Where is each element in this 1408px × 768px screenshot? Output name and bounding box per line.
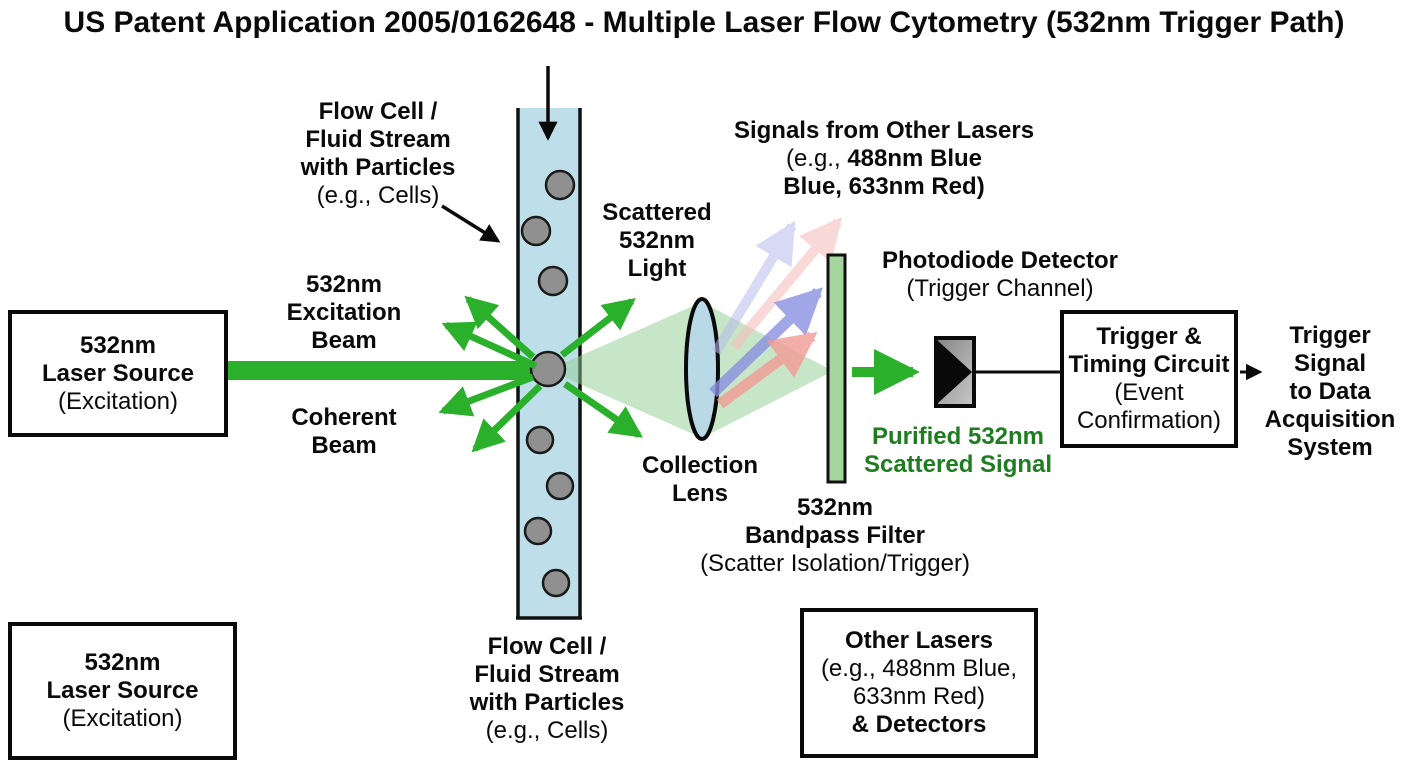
other-laser-arrow-red [716,331,818,409]
collection-cone-left [548,302,702,438]
particle [537,265,569,297]
scatter-arrow-down-left-steep [471,383,543,453]
particle [541,568,571,598]
page-title: US Patent Application 2005/0162648 - Mul… [63,6,1345,39]
other-laser-arrow-blue [709,287,823,397]
excitation-beam [228,361,550,380]
scatter-arrow-left-up [441,321,538,370]
particle [545,471,575,501]
particle [525,425,555,455]
trigger-timing-circuit-box: Trigger & Timing Circuit (Event Confirma… [1060,310,1238,448]
particle [520,215,552,247]
collection-lens-label: Collection Lens [641,452,759,507]
scattered-light-label: Scattered 532nm Light [602,199,712,282]
photodiode-triangle [938,341,972,403]
other-laser-arrow-lavender [711,220,797,355]
particle [523,516,553,546]
scatter-arrow-up-left-steep [464,295,536,360]
scatter-arrow-up-right [559,298,636,358]
scatter-arrow-left-down [438,373,535,417]
excitation-beam-label: 532nm Excitation Beam [286,271,402,354]
scatter-arrow-down-right [563,381,643,438]
particle-at-interrogation-point [529,350,567,388]
photodiode-detector-label: Photodiode Detector (Trigger Channel) [881,247,1119,302]
flow-cell-bottom-label: Flow Cell / Fluid Stream with Particles … [469,633,625,744]
flow-cell-label-pointer-arrow [441,204,501,243]
bandpass-filter-shape [826,253,847,484]
purified-signal-label: Purified 532nm Scattered Signal [863,423,1053,478]
laser-source-box-top: 532nm Laser Source (Excitation) [8,310,228,437]
other-laser-arrow-pale-pink [730,217,843,351]
signals-other-lasers-label: Signals from Other Lasers (e.g., 488nm B… [733,117,1035,200]
collection-lens-shape [684,297,720,441]
other-lasers-box: Other Lasers (e.g., 488nm Blue, 633nm Re… [800,608,1038,758]
laser-source-box-bottom: 532nm Laser Source (Excitation) [8,622,237,760]
coherent-beam-label: Coherent Beam [291,404,397,459]
trigger-signal-label: Trigger Signal to Data Acquisition Syste… [1264,322,1396,461]
bandpass-filter-label: 532nm Bandpass Filter (Scatter Isolation… [700,494,970,577]
flow-cell-top-label: Flow Cell / Fluid Stream with Particles … [300,98,456,209]
particle [544,169,576,201]
